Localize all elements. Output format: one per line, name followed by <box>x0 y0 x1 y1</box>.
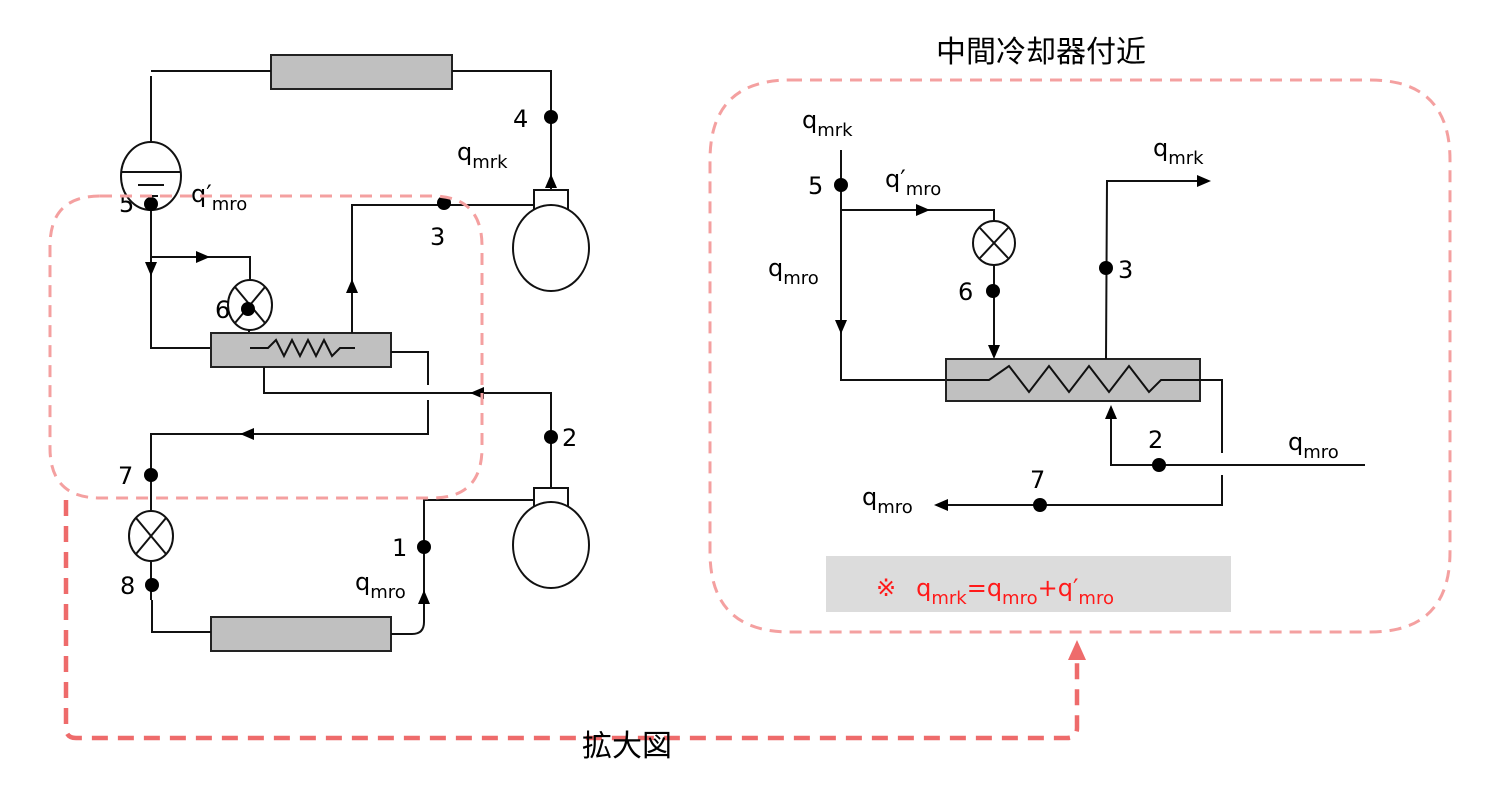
pipe <box>263 367 552 508</box>
note-box <box>826 556 1231 612</box>
state-point-3 <box>1099 261 1113 275</box>
state-point-6 <box>986 284 1000 298</box>
state-point-7 <box>1033 498 1047 512</box>
state-point-5 <box>144 197 158 211</box>
pipe <box>391 351 429 385</box>
arrow-right-icon <box>196 251 210 263</box>
intercooler <box>210 332 392 368</box>
flow-label-qmro-branch: qmro <box>768 254 819 289</box>
pipe <box>151 600 211 633</box>
state-point-8 <box>145 578 159 592</box>
enlarged-view-caption: 拡大図 <box>582 729 672 764</box>
coil-icon <box>947 364 1223 453</box>
flow-label-qmro-out: qmro <box>862 483 913 518</box>
enlarged-view-title: 中間冷却器付近 <box>936 35 1146 70</box>
enlarged-view-frame <box>708 78 1452 634</box>
state-point-4 <box>544 110 558 124</box>
flow-label-qmro-prime: q′mro <box>885 165 941 200</box>
state-point-3 <box>437 196 451 210</box>
point-label-2: 2 <box>562 424 577 452</box>
pipe <box>391 590 425 635</box>
point-label-8: 8 <box>120 572 135 600</box>
state-point-7 <box>144 468 158 482</box>
enlarged-view: 5 6 3 2 7 qmrk q′mro qmrk qmro qmro qmro… <box>768 106 1365 612</box>
arrow-left-icon <box>240 428 254 440</box>
expansion-valve-icon <box>128 510 174 562</box>
state-point-6 <box>241 302 255 316</box>
state-point-5 <box>834 178 848 192</box>
compressor-high-icon <box>512 189 590 292</box>
point-label-2: 2 <box>1148 426 1163 454</box>
expansion-valve-icon <box>972 220 1016 266</box>
pipe <box>840 150 947 381</box>
point-label-5: 5 <box>808 172 823 200</box>
arrow-up-icon <box>1105 405 1117 419</box>
full-cycle: 1 2 3 4 5 6 7 8 qmrk q′mro qmro <box>118 54 590 652</box>
enlarge-link-line <box>63 500 1080 741</box>
enlarge-arrow-icon <box>1068 640 1086 660</box>
evaporator <box>210 616 392 652</box>
pipe <box>150 400 429 600</box>
point-label-7: 7 <box>1030 466 1045 494</box>
pipe <box>948 475 1223 506</box>
condenser <box>270 54 453 90</box>
arrow-right-icon <box>1197 175 1211 187</box>
pipe <box>151 256 251 280</box>
arrow-right-icon <box>916 204 930 216</box>
arrow-down-icon <box>988 345 1000 359</box>
point-label-4: 4 <box>513 105 528 133</box>
flow-label-qmro-in: qmro <box>1288 428 1339 463</box>
arrow-down-icon <box>145 262 157 276</box>
state-point-1 <box>417 540 431 554</box>
point-label-3: 3 <box>1118 256 1133 284</box>
point-label-3: 3 <box>430 223 445 251</box>
state-point-2 <box>544 430 558 444</box>
pipe <box>1105 180 1200 360</box>
coil-icon <box>250 337 355 359</box>
pipe <box>841 209 995 222</box>
point-label-6: 6 <box>215 296 230 324</box>
highlight-region <box>48 194 484 500</box>
pipe <box>1110 419 1365 466</box>
flow-label-qmrk-in: qmrk <box>802 106 853 141</box>
state-point-2 <box>1152 458 1166 472</box>
arrow-left-icon <box>934 499 948 511</box>
flow-label-qmrk-out: qmrk <box>1153 134 1204 169</box>
arrow-down-icon <box>835 320 847 334</box>
mass-balance-note: ※qmrk=qmro+q′mro <box>876 574 1114 609</box>
flow-label-qmrk: qmrk <box>457 138 508 173</box>
point-label-1: 1 <box>392 534 407 562</box>
flow-label-qmro-prime: q′mro <box>191 180 247 215</box>
receiver-icon <box>120 141 182 211</box>
point-label-5: 5 <box>119 190 134 218</box>
point-label-6: 6 <box>958 278 973 306</box>
pipe <box>423 499 534 590</box>
point-label-7: 7 <box>118 462 133 490</box>
compressor-low-icon <box>512 487 590 589</box>
arrow-up-icon <box>346 279 358 293</box>
pipe <box>150 210 210 349</box>
arrow-up-icon <box>545 174 557 188</box>
arrow-up-icon <box>418 590 430 604</box>
flow-label-qmro: qmro <box>355 568 406 603</box>
